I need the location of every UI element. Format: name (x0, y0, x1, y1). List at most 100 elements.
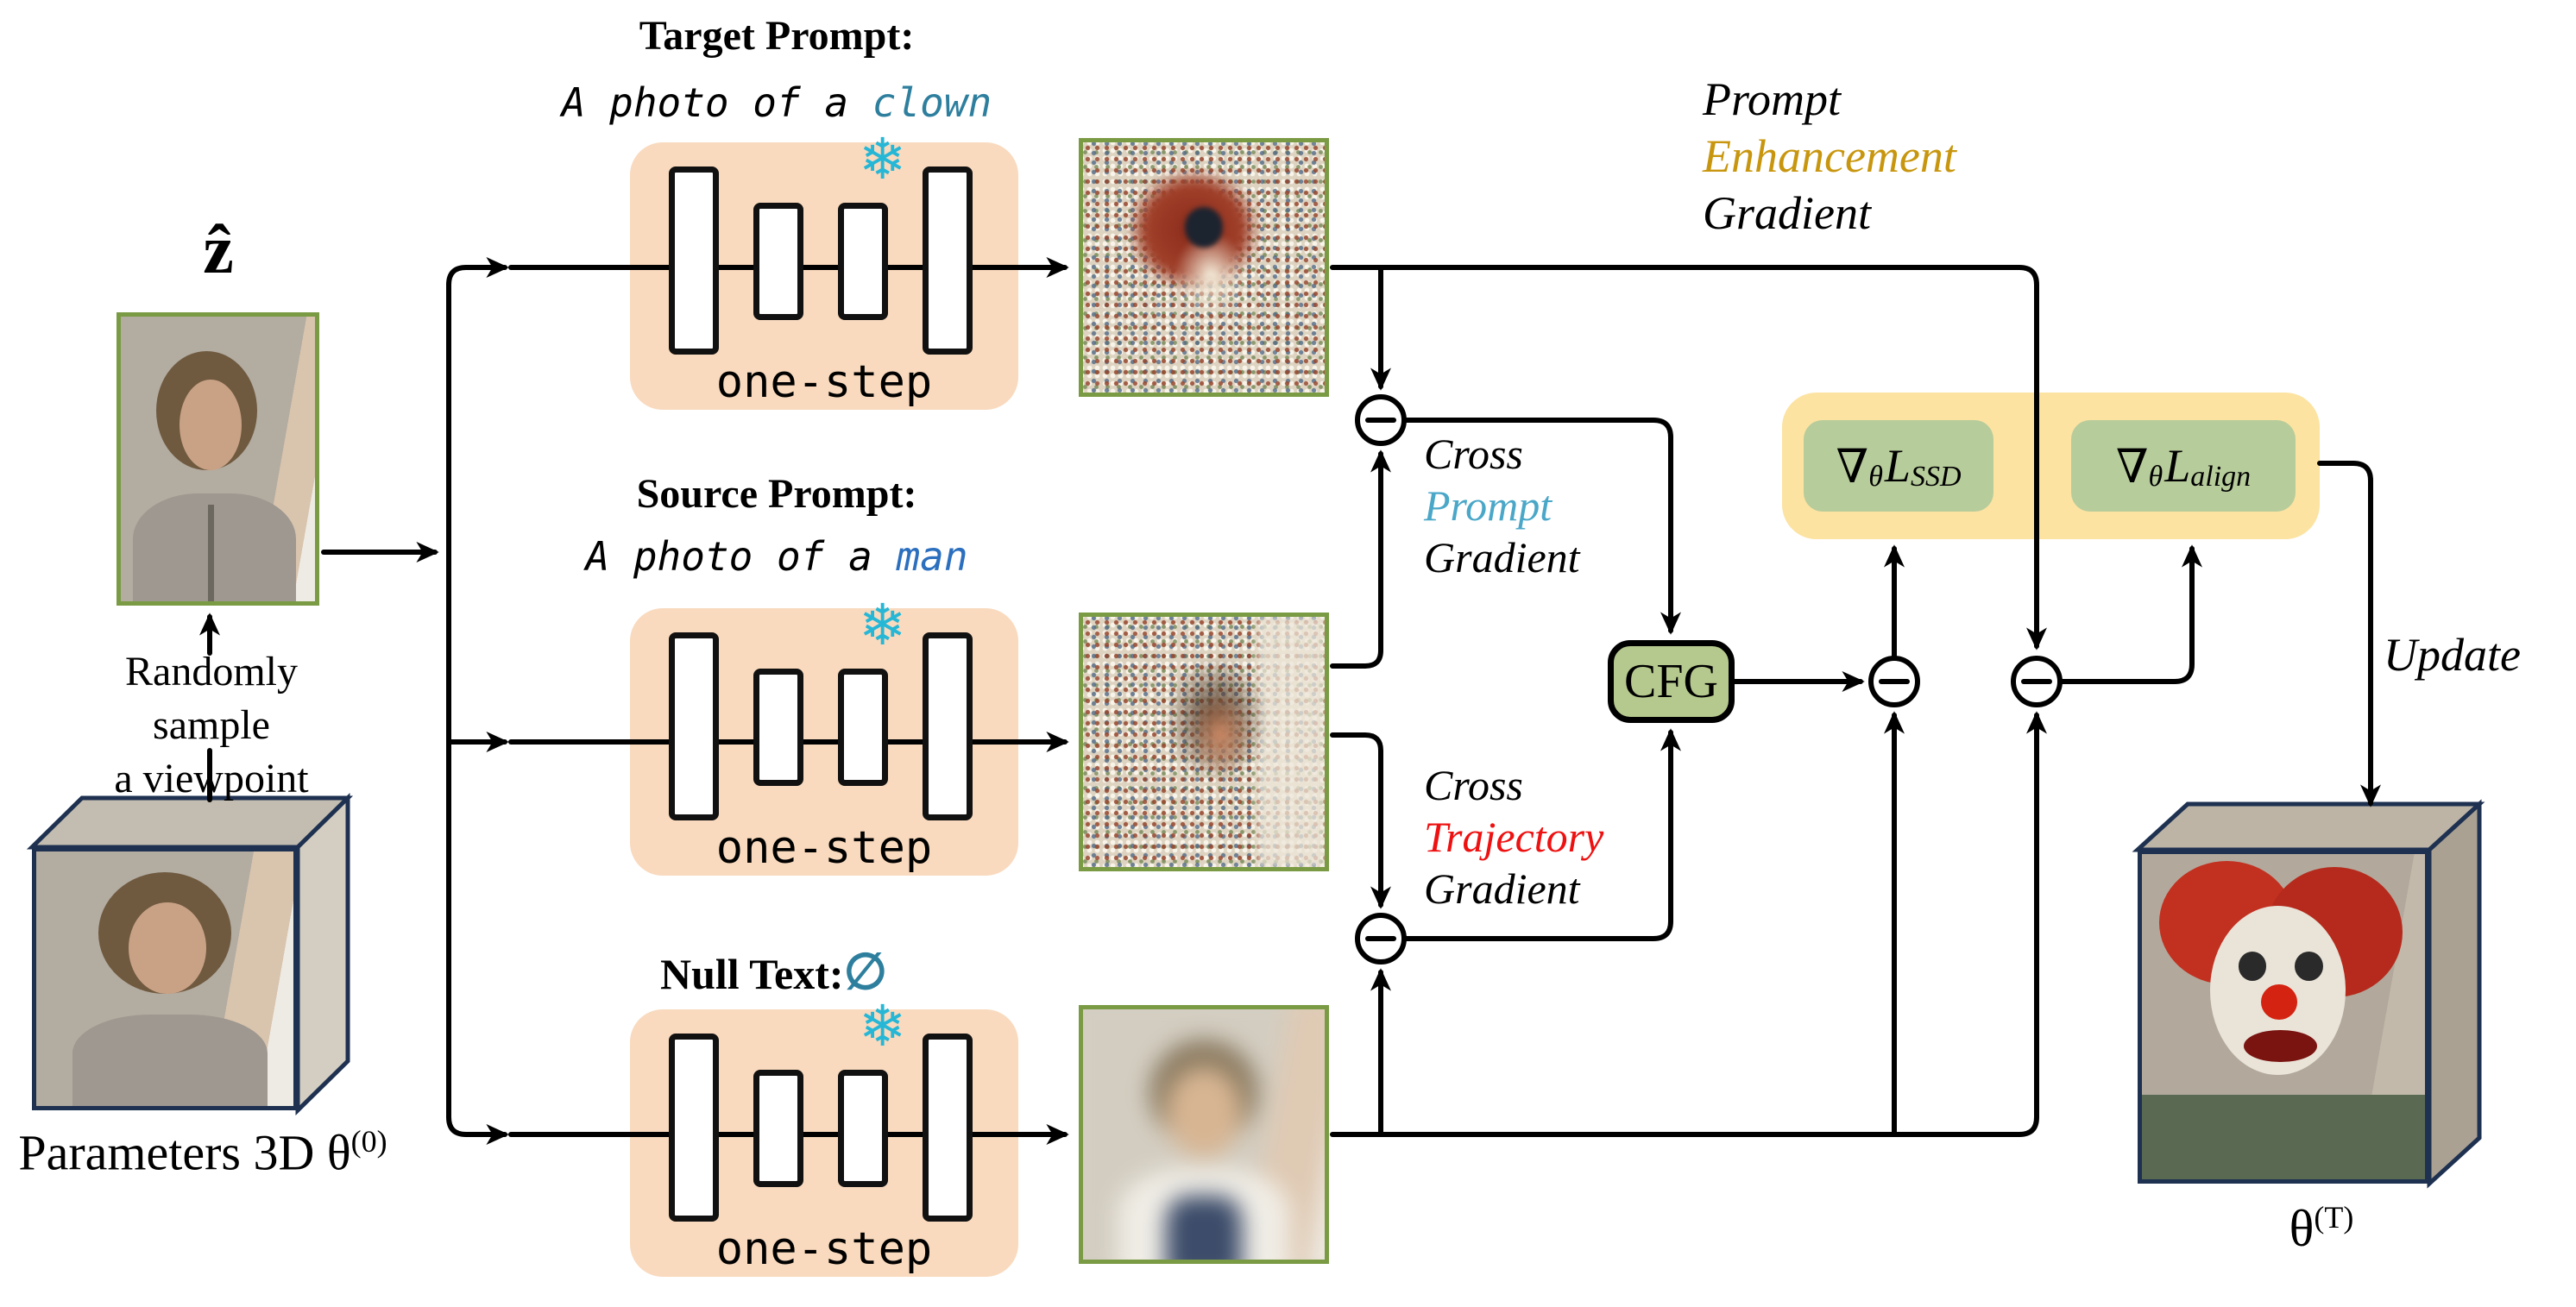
unet-bar (923, 632, 973, 820)
target-onestep-label: one-step (715, 356, 933, 408)
minus-node-align (2011, 656, 2063, 707)
output-cube-front-face (2138, 850, 2429, 1184)
cfg-node: CFG (1608, 640, 1735, 723)
blurred-content (1083, 1009, 1325, 1260)
sweater-shape (132, 493, 296, 601)
blurred-face-shape (1166, 1067, 1242, 1157)
ct-line2: Trajectory (1424, 813, 1604, 861)
align-subscript: align (2190, 461, 2252, 493)
null-blurred-image (1079, 1005, 1329, 1264)
face-shape (129, 902, 206, 995)
prompt-enhancement-gradient-label: Prompt Enhancement Gradient (1703, 71, 1956, 242)
loss-letter: L (2164, 440, 2191, 492)
wire-null-output (1330, 711, 2048, 1137)
theta-subscript: θ (1868, 461, 1883, 493)
pe-line1: Prompt (1703, 73, 1841, 125)
source-onestep-label: one-step (715, 822, 933, 874)
clown-face-shape (1175, 232, 1248, 317)
target-prompt-title: Target Prompt: (639, 13, 915, 59)
viewpoint-caption: Randomly sample a viewpoint (91, 645, 332, 806)
clown-eye-left-shape (2238, 952, 2267, 982)
viewpoint-photo (117, 312, 319, 606)
cross-prompt-gradient-label: Cross Prompt Gradient (1424, 428, 1580, 583)
unet-bar (669, 632, 719, 820)
unet-bar (923, 1034, 973, 1222)
snowflake-icon: ❄ (859, 129, 907, 192)
left-cube-front-face (32, 847, 298, 1110)
zipper-shape (208, 504, 214, 601)
theta-subscript: θ (2148, 461, 2163, 493)
arrow-minus2-to-cfg (1401, 728, 1682, 941)
theta-T-superscript: (T) (2314, 1200, 2354, 1235)
ssd-subscript: SSD (1910, 461, 1962, 493)
viewpoint-caption-line2: a viewpoint (114, 756, 309, 801)
branch-trunk (446, 265, 469, 1137)
wire-prompt-enhancement (1330, 265, 2048, 650)
unet-bar (753, 203, 803, 320)
blurred-sweater-shape (1166, 1196, 1242, 1260)
output-cube-side-face (2427, 799, 2482, 1189)
clown-mouth-shape (2244, 1029, 2318, 1063)
null-symbol-icon: ∅ (843, 944, 888, 1000)
left-cube-side-face (295, 793, 350, 1115)
wall-shape (1257, 617, 1325, 867)
clown-nose-shape (2260, 983, 2298, 1021)
pe-line3: Gradient (1703, 187, 1871, 239)
unet-bar (669, 167, 719, 355)
cp-line2: Prompt (1424, 481, 1553, 530)
source-prompt-prefix: A photo of a (585, 533, 897, 580)
ct-line3: Gradient (1424, 864, 1580, 913)
target-prompt-prefix: A photo of a (561, 79, 872, 126)
null-text-title: Null Text:∅ (660, 942, 887, 1001)
man-face-shape (1189, 692, 1252, 777)
nabla-icon: ∇ (1836, 440, 1869, 493)
target-prompt-text: A photo of a clown (522, 79, 1031, 126)
arrow-source-down-to-minus2 (1330, 732, 1392, 909)
pe-line2: Enhancement (1703, 130, 1956, 182)
unet-bar (838, 203, 888, 320)
cp-line1: Cross (1424, 430, 1523, 478)
nabla-icon: ∇ (2115, 440, 2149, 493)
null-onestep-label: one-step (715, 1223, 933, 1275)
arrow-source-up-to-minus1 (1330, 449, 1392, 669)
theta-letter: θ (2289, 1200, 2315, 1257)
arrow-update (2317, 461, 2382, 807)
arrow-to-align-loss (2059, 544, 2203, 684)
loss-letter: L (1884, 440, 1911, 492)
ct-line1: Cross (1424, 761, 1523, 809)
source-prompt-title: Source Prompt: (636, 471, 917, 517)
output-cube-top-face (2132, 801, 2485, 852)
arrow-minus1-to-cfg (1401, 418, 1682, 635)
snowflake-icon: ❄ (859, 996, 907, 1059)
cfg-label: CFG (1624, 655, 1718, 708)
clown-costume-shape (2142, 1094, 2425, 1179)
unet-bar (669, 1034, 719, 1222)
clown-noisy-image (1079, 138, 1329, 397)
cross-trajectory-gradient-label: Cross Trajectory Gradient (1424, 759, 1603, 914)
viewpoint-caption-line1: Randomly sample (125, 649, 298, 748)
unet-bar (923, 167, 973, 355)
unet-bar (753, 669, 803, 786)
clown-eye-right-shape (2295, 952, 2323, 982)
source-prompt-word: man (896, 533, 968, 580)
face-shape (179, 379, 242, 471)
params-superscript: (0) (350, 1124, 387, 1159)
source-prompt-text: A photo of a man (522, 533, 1031, 580)
man-noisy-image (1079, 613, 1329, 871)
minus-node-cross-prompt (1355, 394, 1407, 446)
null-text-label: Null Text: (660, 950, 844, 998)
unet-bar (838, 669, 888, 786)
sweater-shape (72, 1014, 268, 1106)
snowflake-icon: ❄ (859, 594, 907, 657)
z-hat-label: ẑ (203, 212, 234, 288)
minus-node-cross-trajectory (1355, 913, 1407, 965)
theta-T-label: θ(T) (2235, 1199, 2408, 1259)
unet-bar (838, 1070, 888, 1187)
target-prompt-word: clown (872, 79, 992, 126)
unet-bar (753, 1070, 803, 1187)
clown-eye-shape (1184, 207, 1224, 248)
